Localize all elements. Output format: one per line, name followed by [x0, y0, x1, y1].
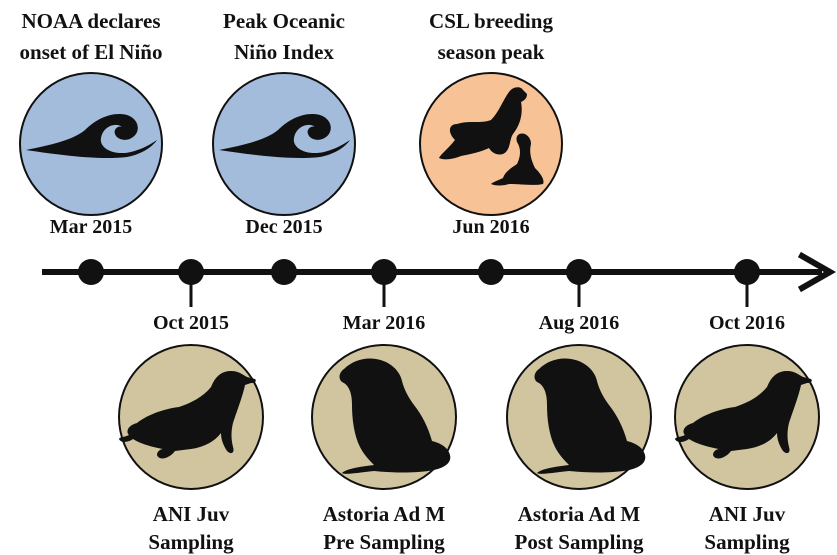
sampling-date: Oct 2015	[153, 312, 229, 334]
timeline-marker-bottom	[734, 259, 760, 285]
timeline-marker-bottom	[178, 259, 204, 285]
timeline-marker-bottom	[371, 259, 397, 285]
timeline-marker-top	[478, 259, 504, 285]
event-date: Dec 2015	[245, 216, 322, 238]
sampling-date: Mar 2016	[343, 312, 425, 334]
sampling-date: Oct 2016	[709, 312, 785, 334]
event-date: Mar 2015	[50, 216, 132, 238]
timeline-marker-top	[271, 259, 297, 285]
timeline-marker-bottom	[566, 259, 592, 285]
event-date: Jun 2016	[452, 216, 529, 238]
sampling-date: Aug 2016	[539, 312, 620, 334]
timeline-marker-top	[78, 259, 104, 285]
